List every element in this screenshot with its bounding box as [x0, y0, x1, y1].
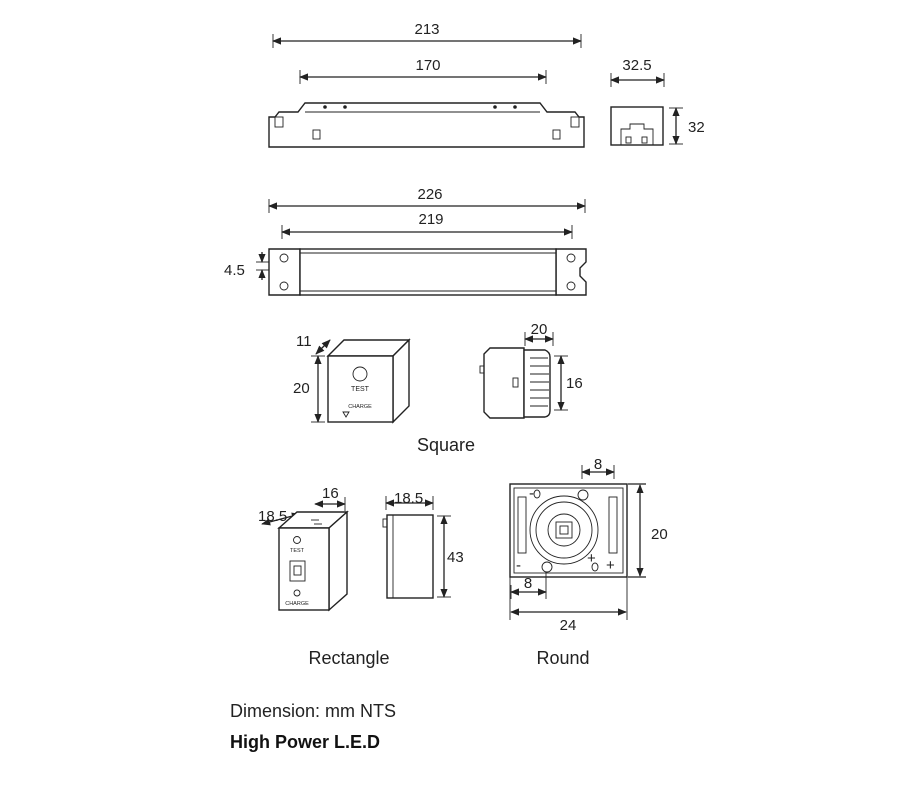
top-driver-end-body [610, 106, 664, 146]
square-test-label: TEST [351, 386, 370, 393]
dim-label-32: 32 [688, 119, 705, 136]
round-lens-ring [535, 501, 593, 559]
dim-label-24: 24 [560, 617, 577, 634]
mount-hole-icon [541, 561, 553, 573]
top-driver-body [268, 102, 585, 148]
dim-line-11 [315, 339, 331, 355]
dim-label-18-5: 18.5 [258, 508, 287, 525]
test-button-icon [352, 366, 368, 382]
contact-right [608, 496, 618, 554]
dim-label-4-5: 4.5 [224, 262, 245, 279]
dim-label-16: 16 [566, 375, 583, 392]
charge-led-icon [342, 411, 350, 418]
top-driver-side-view: 213 170 [268, 21, 585, 148]
test-button-icon [293, 536, 301, 544]
dim-label-8-bottom: 8 [524, 575, 532, 592]
screw-hole-icon [279, 253, 289, 263]
dim-label-32-5: 32.5 [622, 57, 651, 74]
rectangle-indicator-side: 18.5 43 [382, 490, 464, 599]
charge-led-icon [293, 589, 301, 597]
rect-front-face [278, 527, 330, 611]
screw-hole-icon [566, 281, 576, 291]
bottom-driver-side-view: 226 219 4.5 [224, 186, 587, 296]
round-lens-inner [547, 513, 581, 547]
charge-window [289, 560, 306, 582]
dim-label-20-round: 20 [651, 526, 668, 543]
product-title: High Power L.E.D [230, 732, 381, 752]
bottom-driver-body [299, 248, 557, 296]
polarity-plus-bottom: + [587, 550, 596, 567]
round-indicator: 8 20 - - + + 8 24 [509, 456, 668, 634]
screw-hole-icon [566, 253, 576, 263]
rect-test-label: TEST [290, 548, 305, 554]
polarity-minus-top: - [529, 485, 534, 502]
dim-label-20-side: 20 [531, 321, 548, 338]
dim-label-219: 219 [418, 211, 443, 228]
mount-hole-right [570, 116, 580, 128]
dim-label-170: 170 [415, 57, 440, 74]
screw-hole-icon [279, 281, 289, 291]
top-driver-end-view: 32.5 32 [610, 57, 705, 146]
dimension-note: Dimension: mm NTS [230, 701, 397, 721]
dim-label-213: 213 [414, 21, 439, 38]
dim-label-16-rect: 16 [322, 485, 339, 502]
round-base-plate [509, 483, 628, 578]
mount-hole-left [274, 116, 284, 128]
rect-side-body [386, 514, 434, 599]
square-side-knob [523, 349, 551, 418]
rect-charge-label: CHARGE [285, 601, 309, 607]
caption-rectangle: Rectangle [308, 648, 389, 668]
polarity-plus-right: + [606, 557, 615, 574]
rect-side-face [328, 510, 348, 612]
dim-label-11: 11 [296, 333, 312, 350]
square-side-housing [483, 347, 525, 419]
dim-label-18-5-side: 18.5 [394, 490, 423, 507]
dim-label-43: 43 [447, 549, 464, 566]
square-indicator-front: 11 20 TEST CHARGE [293, 333, 411, 424]
caption-square: Square [417, 435, 475, 455]
round-led-icon [555, 521, 573, 539]
round-lens-outer [529, 495, 599, 565]
rectangle-indicator-front: 18.5 16 TEST CHARGE [258, 485, 349, 612]
dim-label-226: 226 [417, 186, 442, 203]
square-charge-label: CHARGE [348, 404, 372, 410]
dim-label-8-top: 8 [594, 456, 602, 473]
end-cap-left [268, 248, 301, 296]
contact-left [517, 496, 527, 554]
mount-hole-icon [577, 489, 589, 501]
square-indicator-side: 20 16 [479, 321, 583, 419]
polarity-minus-bottom: - [516, 557, 521, 574]
caption-round: Round [536, 648, 589, 668]
end-cap-right [555, 248, 587, 296]
dim-label-20: 20 [293, 380, 310, 397]
